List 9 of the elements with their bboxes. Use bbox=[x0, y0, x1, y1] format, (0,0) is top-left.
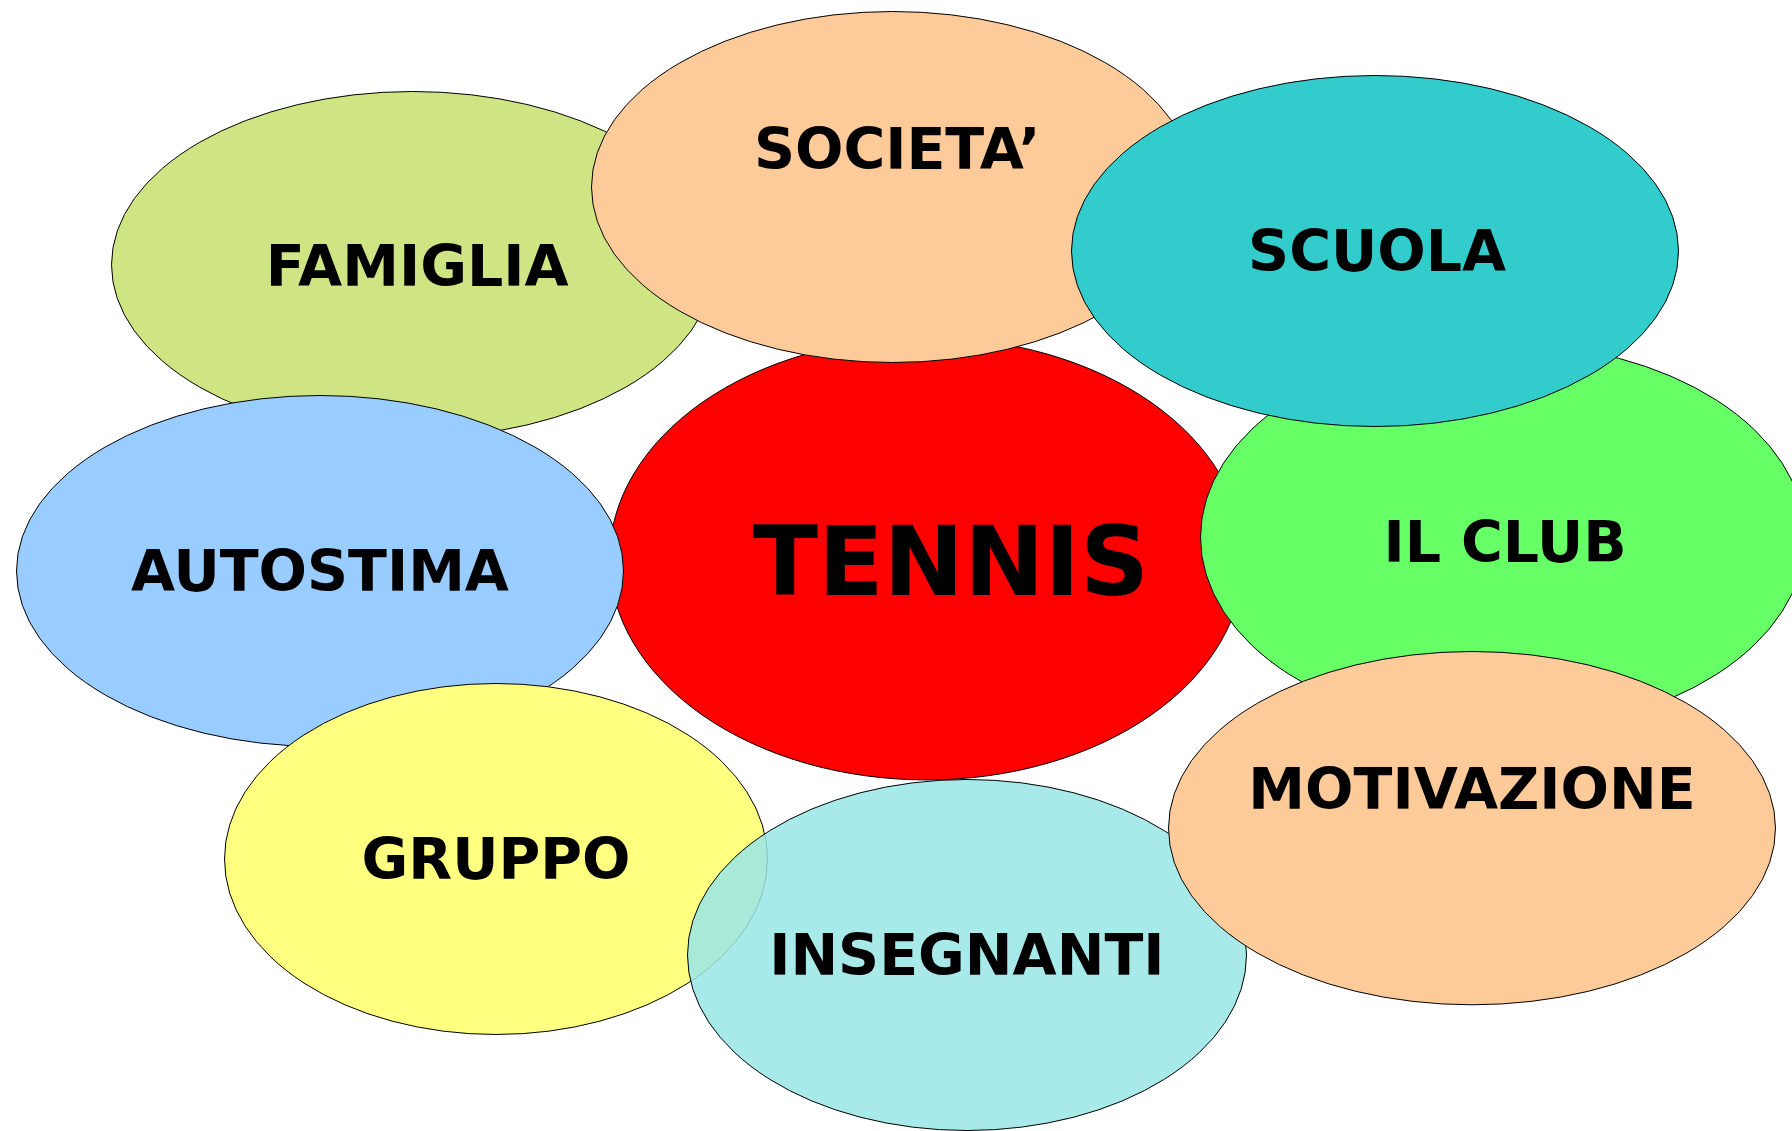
node-label: TENNIS bbox=[752, 514, 1150, 611]
node-label: AUTOSTIMA bbox=[131, 542, 509, 600]
node-label: FAMIGLIA bbox=[265, 237, 569, 295]
node-label: SOCIETA’ bbox=[753, 120, 1041, 178]
node-label: GRUPPO bbox=[361, 830, 631, 888]
node-label: IL CLUB bbox=[1383, 513, 1627, 571]
node-label: MOTIVAZIONE bbox=[1248, 760, 1696, 818]
node-label: INSEGNANTI bbox=[769, 926, 1165, 984]
node-label: SCUOLA bbox=[1248, 222, 1507, 280]
